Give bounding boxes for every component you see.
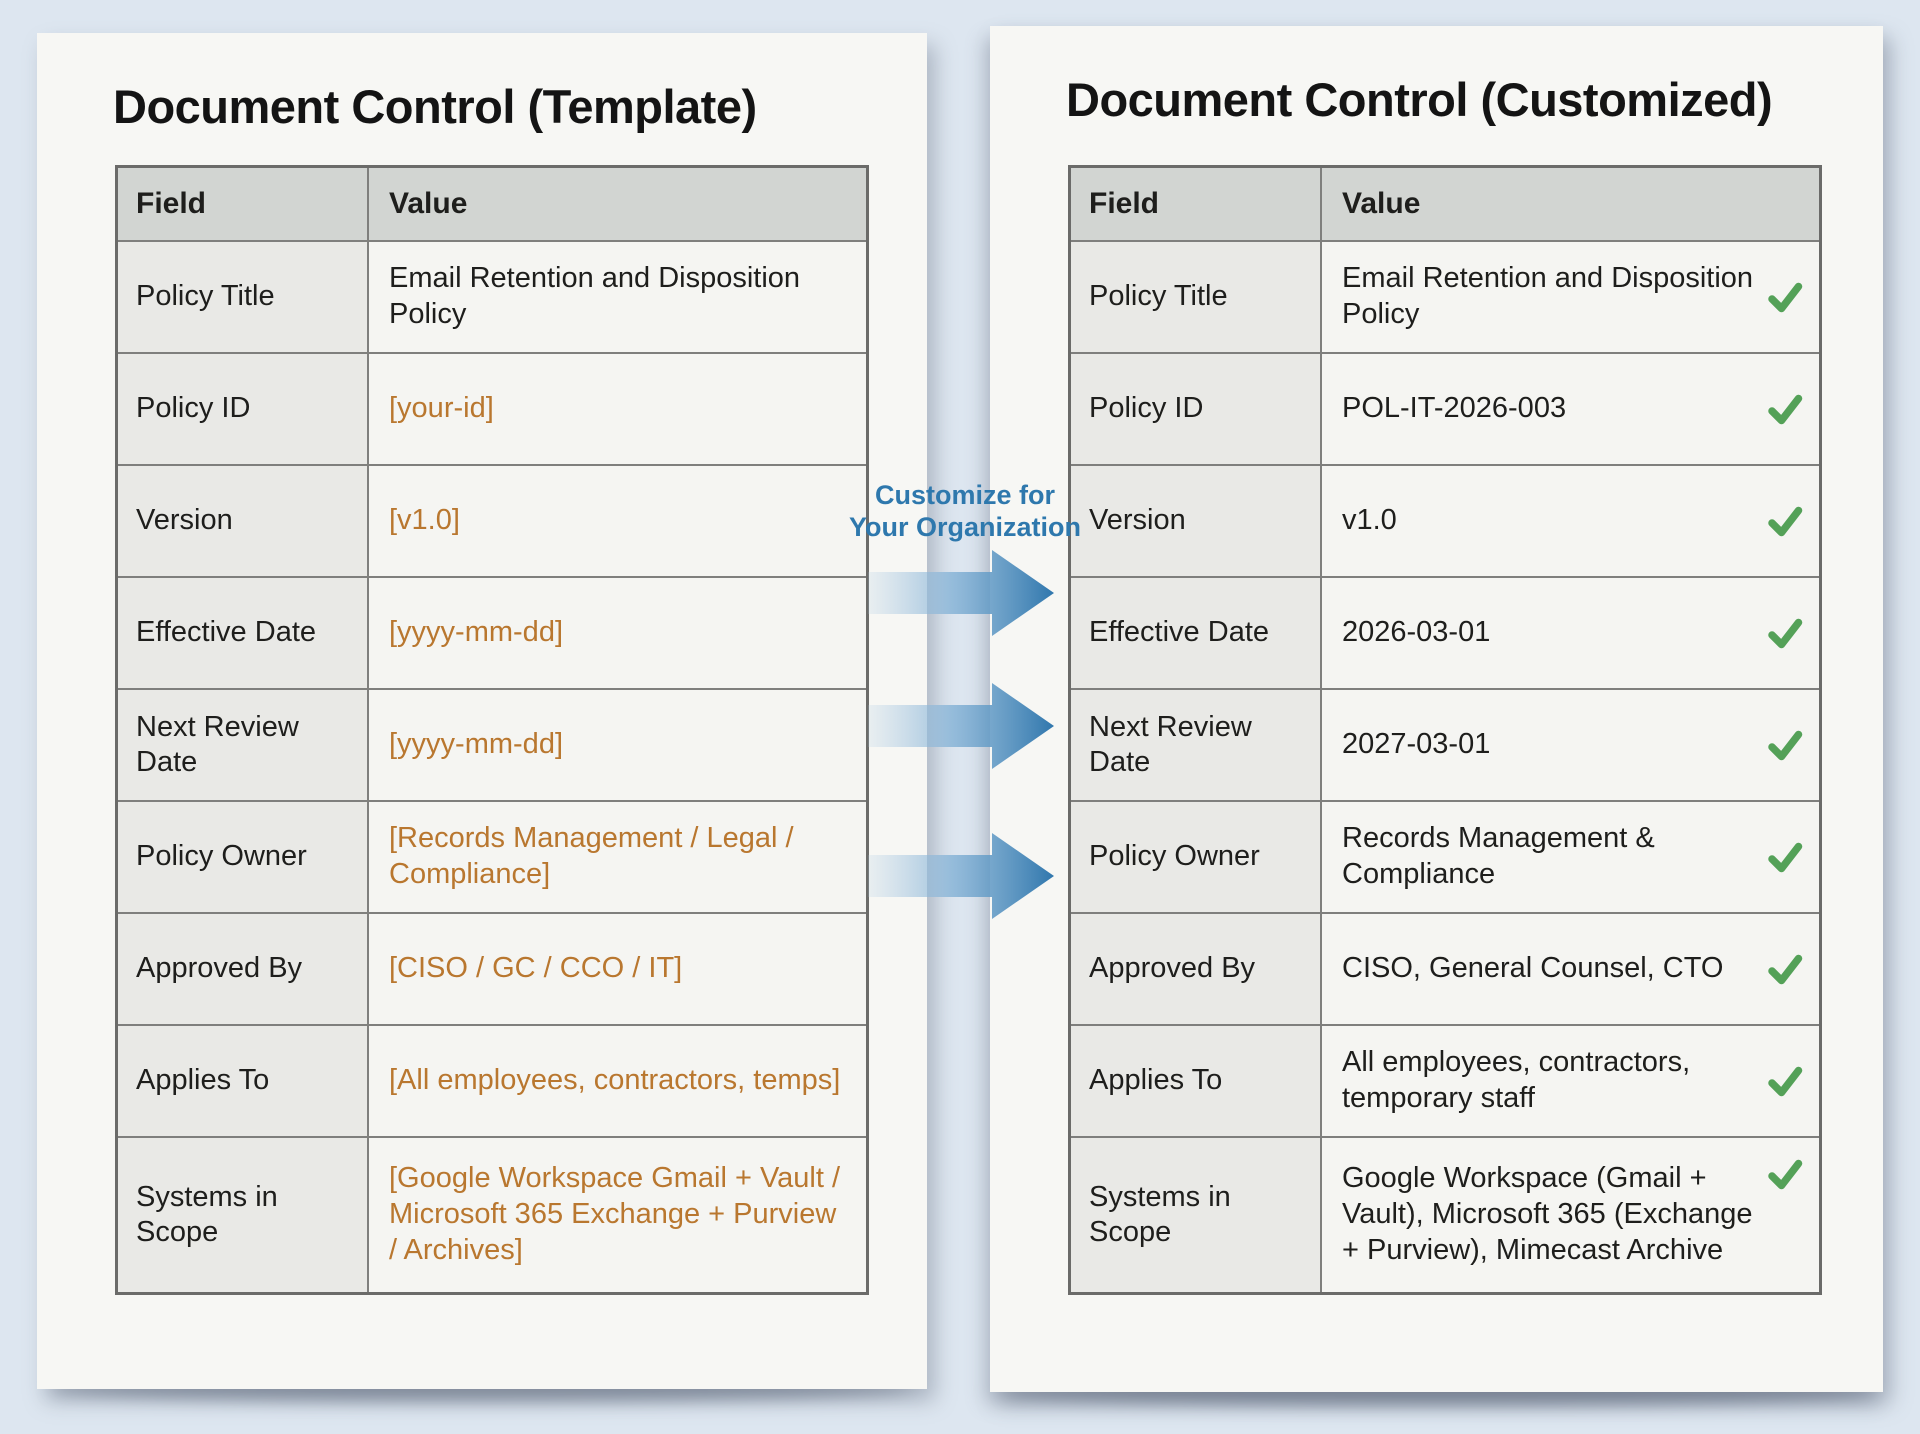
field-value: 2027-03-01 [1342,728,1491,761]
field-value: All employees, contractors, temporary st… [1342,1046,1691,1114]
field-label: Policy Owner [118,802,369,912]
customized-table: Field Value Policy Title Email Retention… [1068,165,1822,1295]
check-icon [1765,613,1805,653]
check-icon [1765,1154,1805,1194]
connector-label: Customize for Your Organization [795,480,1135,544]
field-label: Effective Date [118,578,369,688]
check-icon [1765,725,1805,765]
field-label: Policy ID [118,354,369,464]
table-row-applies-to: Applies To All employees, contractors, t… [1071,1024,1819,1136]
table-row-next-review-date: Next Review Date [yyyy-mm-dd] [118,688,866,800]
customized-page-title: Document Control (Customized) [1066,73,1773,126]
field-label: Policy ID [1071,354,1322,464]
template-table: Field Value Policy Title Email Retention… [115,165,869,1295]
table-row-approved-by: Approved By [CISO / GC / CCO / IT] [118,912,866,1024]
table-header-row: Field Value [118,168,866,240]
arrow-right-icon [866,828,1056,924]
table-row-policy-id: Policy ID POL-IT-2026-003 [1071,352,1819,464]
check-icon [1765,277,1805,317]
check-icon [1765,1061,1805,1101]
template-page-title: Document Control (Template) [113,80,757,133]
table-header-row: Field Value [1071,168,1819,240]
placeholder-value: [yyyy-mm-dd] [389,616,563,649]
field-value: CISO, General Counsel, CTO [1342,952,1724,985]
table-row-policy-title: Policy Title Email Retention and Disposi… [118,240,866,352]
table-row-version: Version [v1.0] [118,464,866,576]
value-column-header: Value [369,168,866,240]
check-icon [1765,501,1805,541]
field-value: 2026-03-01 [1342,616,1491,649]
table-row-systems-in-scope: Systems in Scope [Google Workspace Gmail… [118,1136,866,1292]
field-value: Email Retention and Disposition Policy [389,262,801,330]
field-value: v1.0 [1342,504,1397,537]
placeholder-value: [Records Management / Legal / Compliance… [389,822,794,890]
check-icon [1765,949,1805,989]
arrow-right-icon [866,545,1056,641]
field-label: Next Review Date [1071,690,1322,800]
table-row-approved-by: Approved By CISO, General Counsel, CTO [1071,912,1819,1024]
placeholder-value: [yyyy-mm-dd] [389,728,563,761]
value-column-header: Value [1322,168,1819,240]
table-row-next-review-date: Next Review Date 2027-03-01 [1071,688,1819,800]
placeholder-value: [All employees, contractors, temps] [389,1064,841,1097]
field-label: Effective Date [1071,578,1322,688]
field-label: Version [118,466,369,576]
field-label: Policy Owner [1071,802,1322,912]
arrow-right-icon [866,678,1056,774]
field-label: Applies To [1071,1026,1322,1136]
field-label: Policy Title [118,242,369,352]
field-value: Records Management & Compliance [1342,822,1655,890]
field-label: Approved By [118,914,369,1024]
table-row-effective-date: Effective Date 2026-03-01 [1071,576,1819,688]
field-label: Policy Title [1071,242,1322,352]
field-label: Systems in Scope [1071,1138,1322,1292]
check-icon [1765,389,1805,429]
placeholder-value: [your-id] [389,392,494,425]
field-column-header: Field [1071,168,1322,240]
table-row-effective-date: Effective Date [yyyy-mm-dd] [118,576,866,688]
field-label: Version [1071,466,1322,576]
table-row-policy-owner: Policy Owner Records Management & Compli… [1071,800,1819,912]
field-value: POL-IT-2026-003 [1342,392,1567,425]
template-page: Document Control (Template) Field Value … [37,33,927,1389]
field-column-header: Field [118,168,369,240]
connector-label-line2: Your Organization [848,511,1081,542]
field-value: Google Workspace (Gmail + Vault), Micros… [1342,1162,1753,1266]
field-label: Approved By [1071,914,1322,1024]
table-row-policy-owner: Policy Owner [Records Management / Legal… [118,800,866,912]
field-label: Systems in Scope [118,1138,369,1292]
field-label: Next Review Date [118,690,369,800]
table-row-systems-in-scope: Systems in Scope Google Workspace (Gmail… [1071,1136,1819,1292]
field-value: Email Retention and Disposition Policy [1342,262,1754,330]
placeholder-value: [CISO / GC / CCO / IT] [389,952,683,985]
placeholder-value: [v1.0] [389,504,460,537]
table-row-policy-id: Policy ID [your-id] [118,352,866,464]
field-label: Applies To [118,1026,369,1136]
connector-label-line1: Customize for [874,480,1055,510]
check-icon [1765,837,1805,877]
table-row-version: Version v1.0 [1071,464,1819,576]
placeholder-value: [Google Workspace Gmail + Vault / Micros… [389,1162,841,1266]
table-row-applies-to: Applies To [All employees, contractors, … [118,1024,866,1136]
customized-page: Document Control (Customized) Field Valu… [990,26,1883,1392]
table-row-policy-title: Policy Title Email Retention and Disposi… [1071,240,1819,352]
